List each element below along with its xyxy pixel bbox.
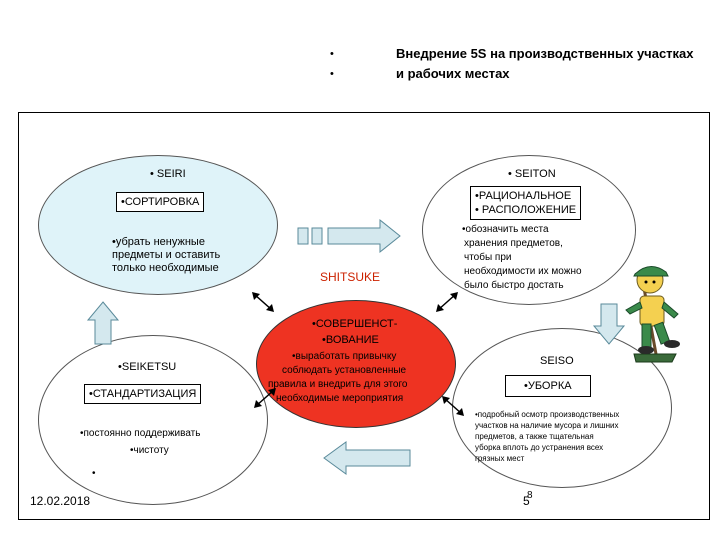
seiketsu-heading: •СТАНДАРТИЗАЦИЯ	[84, 384, 202, 404]
seiketsu-name: •SEIKETSU	[118, 361, 177, 373]
shitsuke-heading-2: •ВОВАНИЕ	[322, 334, 379, 346]
shitsuke-desc-2: соблюдать установленные	[282, 365, 407, 376]
shitsuke-desc-1: •выработать привычку	[292, 351, 397, 362]
arrow-right-icon	[297, 218, 401, 254]
seiton-desc-5: было быстро достать	[464, 280, 564, 291]
slide-title: • Внедрение 5S на производственных участ…	[330, 44, 720, 84]
seiton-desc-2: хранения предметов,	[464, 238, 563, 249]
seiketsu-desc-1: •постоянно поддерживать	[80, 428, 201, 439]
seiri-desc-1: •убрать ненужные	[112, 236, 205, 248]
double-arrow-seiri-icon	[252, 292, 274, 312]
seiton-name: • SEITON	[508, 168, 556, 180]
shitsuke-name: SHITSUKE	[320, 270, 381, 284]
seiton-ellipse	[422, 155, 636, 305]
seiketsu-ellipse	[38, 335, 268, 505]
seiton-desc-1: •обозначить места	[462, 224, 549, 235]
title-line-2: и рабочих местах	[396, 66, 510, 81]
double-arrow-seiketsu-icon	[254, 388, 276, 408]
seiketsu-extra-bullet: •	[92, 468, 96, 479]
seiri-name: • SEIRI	[150, 168, 186, 180]
page-number-overlay: 8	[527, 490, 533, 501]
seiton-heading: •РАЦИОНАЛЬНОЕ • РАСПОЛОЖЕНИЕ	[470, 186, 582, 220]
double-arrow-seiton-icon	[436, 292, 458, 312]
seiri-desc-2: предметы и оставить	[112, 249, 221, 261]
shitsuke-ellipse	[256, 300, 456, 428]
seiso-name: SEISO	[540, 355, 574, 367]
arrow-up-icon	[86, 301, 120, 345]
seiketsu-desc-2: •чистоту	[130, 445, 169, 456]
slide-date: 12.02.2018	[30, 494, 91, 508]
title-bullet: •	[330, 48, 334, 60]
shitsuke-heading-1: •СОВЕРШЕНСТ-	[312, 318, 398, 330]
double-arrow-seiso-icon	[442, 396, 464, 416]
seiton-heading-line-1: •РАЦИОНАЛЬНОЕ	[475, 190, 572, 202]
seiso-heading: •УБОРКА	[505, 375, 591, 397]
seiri-heading: •СОРТИРОВКА	[116, 192, 205, 212]
title-bullet: •	[330, 68, 334, 80]
diagram-frame	[18, 112, 710, 520]
seiton-desc-4: необходимости их можно	[464, 266, 582, 277]
seiso-desc-2: участков на наличие мусора и лишних	[475, 421, 619, 430]
seiso-desc-5: грязных мест	[475, 454, 525, 463]
worker-with-broom-icon	[625, 266, 680, 363]
seiso-desc-4: уборка вплоть до устранения всех	[475, 443, 604, 452]
seiso-desc-3: предметов, а также тщательная	[475, 432, 594, 441]
page-number: 5	[523, 494, 530, 508]
seiri-ellipse	[38, 155, 278, 295]
seiton-heading-line-2: • РАСПОЛОЖЕНИЕ	[475, 204, 577, 216]
seiri-desc-3: только необходимые	[112, 262, 219, 274]
arrow-down-icon	[592, 303, 626, 345]
seiso-desc-1: •подробный осмотр производственных	[475, 410, 620, 419]
arrow-left-icon	[323, 441, 411, 475]
shitsuke-desc-4: необходимые мероприятия	[276, 393, 404, 404]
shitsuke-desc-3: правила и внедрить для этого	[268, 379, 408, 390]
seiton-desc-3: чтобы при	[464, 252, 512, 263]
title-line-1: Внедрение 5S на производственных участка…	[396, 46, 694, 61]
